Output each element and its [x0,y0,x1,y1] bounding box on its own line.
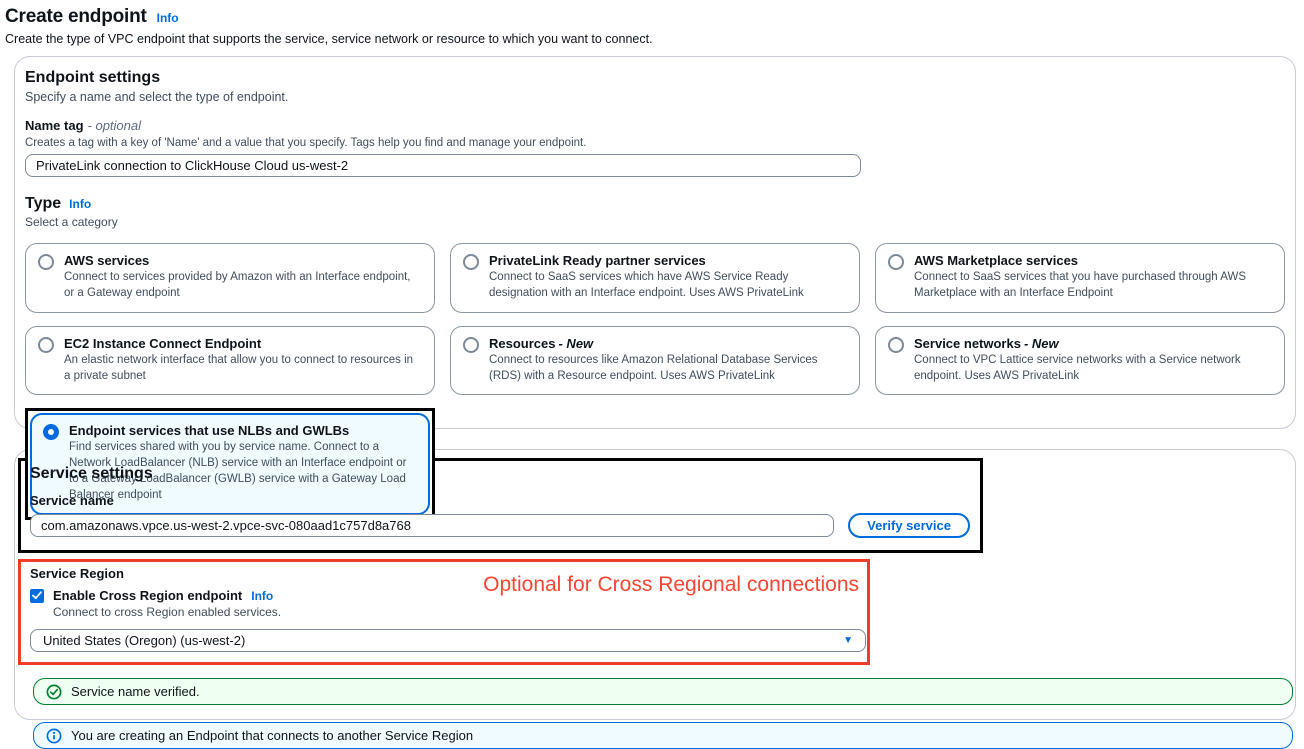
service-region-selected-value: United States (Oregon) (us-west-2) [43,633,246,648]
type-option-description: Connect to SaaS services that you have p… [914,271,1246,299]
dropdown-caret-icon: ▼ [843,634,853,646]
success-banner: Service name verified. [33,678,1293,705]
endpoint-settings-subheading: Specify a name and select the type of en… [25,90,289,104]
type-option-description: Connect to services provided by Amazon w… [64,271,411,299]
type-option-title: Service networks [914,335,1021,351]
type-option-description: Find services shared with you by service… [69,441,407,502]
cross-region-checkbox-label: Enable Cross Region endpoint [53,588,243,603]
type-option-tile[interactable]: EC2 Instance Connect Endpoint An elastic… [25,325,435,396]
service-region-label: Service Region [30,566,124,581]
name-tag-label: Name tag [25,118,84,133]
type-option-tile[interactable]: PrivateLink Ready partner services Conne… [450,243,860,313]
annotation-note: Optional for Cross Regional connections [483,573,859,596]
type-option-title: PrivateLink Ready partner services [489,253,706,268]
type-option-title: Resources [489,335,556,351]
radio-button-icon[interactable] [463,336,479,353]
info-banner: You are creating an Endpoint that connec… [33,722,1293,749]
type-option-tile[interactable]: AWS Marketplace services Connect to SaaS… [875,243,1285,313]
type-option-description: An elastic network interface that allow … [64,353,414,382]
type-info-link[interactable]: Info [69,197,92,211]
type-option-title: EC2 Instance Connect Endpoint [64,335,262,351]
page-title-info-link[interactable]: Info [156,11,179,25]
radio-button-icon[interactable] [38,254,54,270]
endpoint-settings-heading: Endpoint settings [25,69,161,86]
type-option-new-badge: - New [558,335,594,351]
checkmark-icon [32,591,42,600]
annotation-box-selected-tile: Endpoint services that use NLBs and GWLB… [25,408,435,520]
verify-service-button[interactable]: Verify service [848,513,970,538]
radio-button-icon[interactable] [888,336,904,353]
name-tag-input[interactable] [25,154,861,177]
type-subheading: Select a category [25,215,118,229]
cross-region-description: Connect to cross Region enabled services… [53,605,282,619]
type-option-description: Connect to resources like Amazon Relatio… [489,353,818,382]
info-icon [46,728,62,743]
annotation-box-service-region: Service Region Enable Cross Region endpo… [18,559,870,665]
info-banner-text: You are creating an Endpoint that connec… [71,728,474,743]
cross-region-checkbox[interactable] [30,588,44,603]
service-name-input[interactable] [30,514,835,537]
type-heading: Type [25,195,62,212]
radio-button-icon[interactable] [463,254,479,270]
type-option-new-badge: - New [1023,335,1059,351]
type-option-title: Endpoint services that use NLBs and GWLB… [69,423,350,439]
service-name-label: Service name [30,493,114,508]
page-description: Create the type of VPC endpoint that sup… [5,32,653,46]
radio-button-icon[interactable] [43,424,59,441]
radio-button-icon[interactable] [888,254,904,270]
page-title: Create endpoint [5,6,147,27]
endpoint-settings-card: Endpoint settings Specify a name and sel… [14,56,1296,520]
type-option-tile[interactable]: AWS services Connect to services provide… [25,243,435,313]
type-option-tile[interactable]: Resources- New Connect to resources like… [450,325,860,396]
success-banner-text: Service name verified. [71,684,200,699]
radio-button-icon[interactable] [38,336,54,353]
service-region-select[interactable]: United States (Oregon) (us-west-2) ▼ [30,629,866,652]
type-options-grid: AWS services Connect to services provide… [25,243,1285,520]
name-tag-label-suffix: - optional [87,118,142,133]
type-option-description: Connect to SaaS services which have AWS … [489,271,804,299]
cross-region-info-link[interactable]: Info [251,588,274,603]
success-check-icon [46,684,62,699]
service-settings-heading: Service settings [30,465,153,482]
name-tag-description: Creates a tag with a key of 'Name' and a… [25,137,587,149]
type-option-title: AWS services [64,253,150,268]
type-option-tile[interactable]: Service networks- New Connect to VPC Lat… [875,325,1285,396]
type-option-tile[interactable]: Endpoint services that use NLBs and GWLB… [30,413,430,515]
type-option-description: Connect to VPC Lattice service networks … [914,353,1241,382]
type-option-title: AWS Marketplace services [914,253,1079,268]
page-header: Create endpoint Info Create the type of … [0,0,1304,46]
